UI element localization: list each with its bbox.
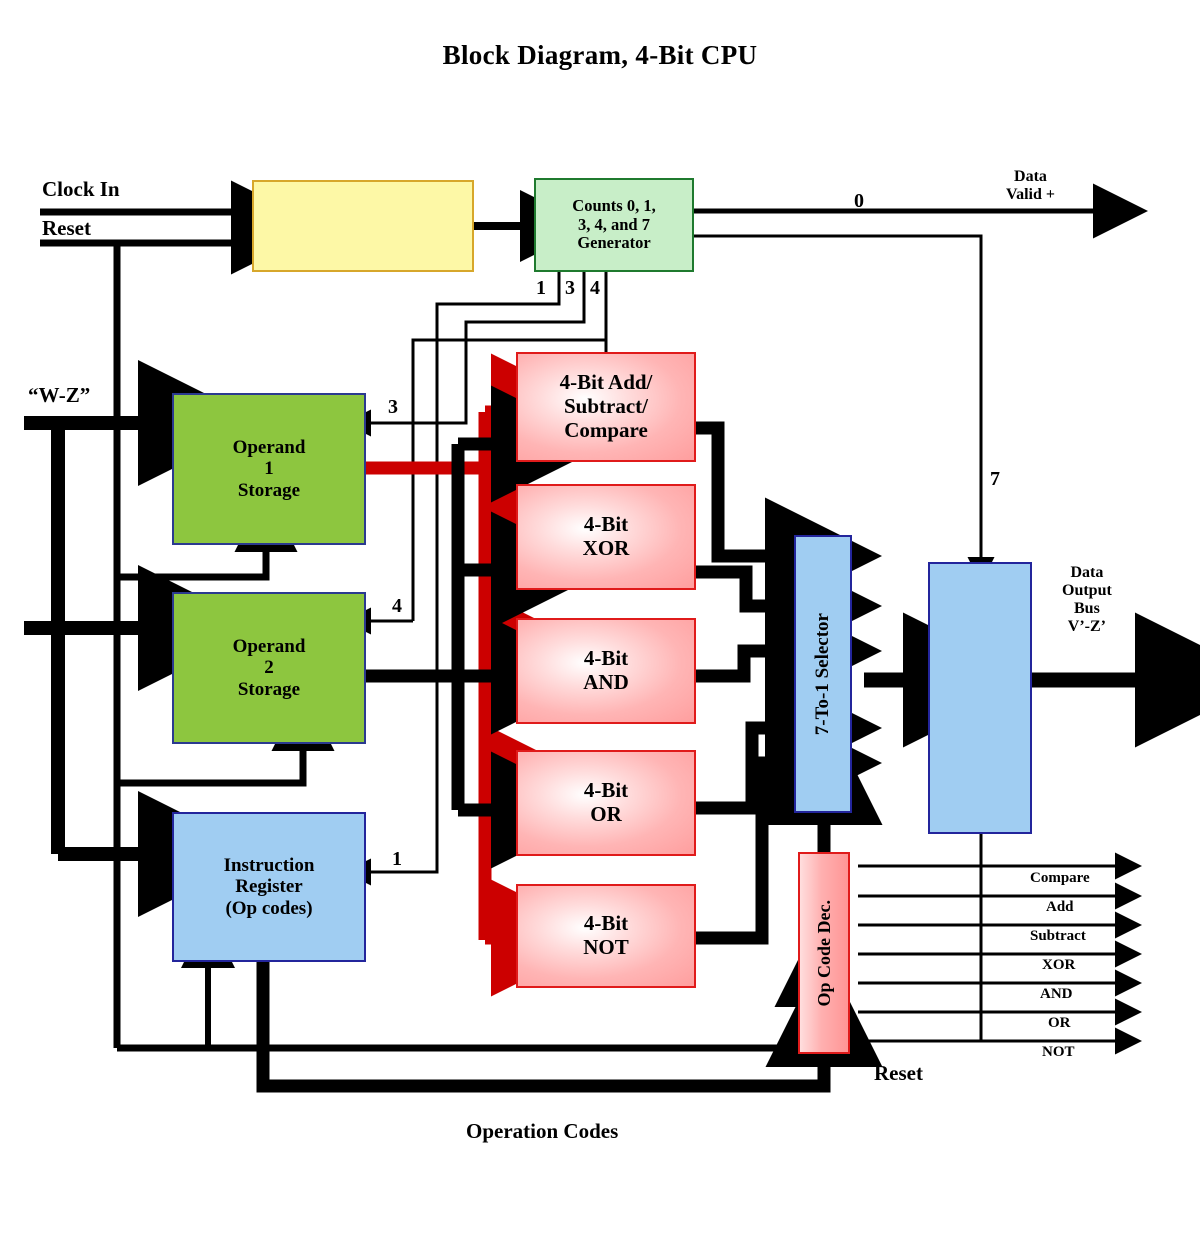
label-count-4-tap: 4 <box>590 277 600 299</box>
block-alu-not-label: 4-Bit NOT <box>583 911 629 959</box>
block-instruction-register[interactable]: Instruction Register (Op codes) <box>172 812 366 962</box>
label-decoder-output-or: OR <box>1048 1015 1071 1031</box>
block-alu-or[interactable]: 4-Bit OR <box>516 750 696 856</box>
block-7-to-1-selector-label: 7-To-1 Selector <box>812 612 834 736</box>
label-data-input-bus-wz: “W-Z” <box>28 383 91 407</box>
label-count-3-tap: 3 <box>565 277 575 299</box>
block-7-to-1-selector[interactable]: 7-To-1 Selector <box>794 535 852 813</box>
label-data-output-bus: Data Output Bus V’-Z’ <box>1062 564 1112 635</box>
page-title: Block Diagram, 4-Bit CPU <box>442 40 758 70</box>
label-data-valid-output: Data Valid + <box>1006 168 1055 203</box>
block-counter-generator[interactable]: Counts 0, 1, 3, 4, and 7 Generator <box>534 178 694 272</box>
label-clock-in: Clock In <box>42 177 120 201</box>
block-op-code-decoder[interactable]: Op Code Dec. <box>798 852 850 1054</box>
wire-operation-codes-bus <box>256 950 883 1093</box>
block-alu-not[interactable]: 4-Bit NOT <box>516 884 696 988</box>
label-count-1-to-instruction-register: 1 <box>392 848 402 870</box>
block-alu-add-subtract-compare-label: 4-Bit Add/ Subtract/ Compare <box>559 370 653 442</box>
block-alu-xor-label: 4-Bit XOR <box>582 512 630 560</box>
block-alu-or-label: 4-Bit OR <box>583 778 629 826</box>
block-operand-1-storage[interactable]: Operand 1 Storage <box>172 393 366 545</box>
block-op-code-decoder-label: Op Code Dec. <box>813 899 834 1007</box>
block-counter-generator-label: Counts 0, 1, 3, 4, and 7 Generator <box>572 195 656 253</box>
label-decoder-output-subtract: Subtract <box>1030 928 1086 944</box>
block-alu-add-subtract-compare[interactable]: 4-Bit Add/ Subtract/ Compare <box>516 352 696 462</box>
block-operand-1-storage-label: Operand 1 Storage <box>232 436 306 501</box>
label-operation-codes-bus: Operation Codes <box>466 1119 619 1143</box>
wire-count1 <box>344 272 561 886</box>
label-decoder-output-and: AND <box>1040 986 1073 1002</box>
block-operand-2-storage-label: Operand 2 Storage <box>232 635 306 700</box>
label-decoder-output-xor: XOR <box>1042 957 1076 973</box>
block-alu-and-label: 4-Bit AND <box>583 646 629 694</box>
wire-wz-input-bus <box>24 360 264 917</box>
label-count-4-to-operand2: 4 <box>392 595 402 617</box>
label-decoder-output-add: Add <box>1046 899 1074 915</box>
wire-count7-to-output-register <box>694 234 995 584</box>
label-count-3-to-operand1: 3 <box>388 396 398 418</box>
wire-count3 <box>344 272 586 437</box>
block-instruction-register-label: Instruction Register (Op codes) <box>223 854 315 919</box>
label-count-1-tap: 1 <box>536 277 546 299</box>
block-output-register[interactable] <box>928 562 1032 834</box>
label-count-0: 0 <box>854 190 864 212</box>
block-alu-and[interactable]: 4-Bit AND <box>516 618 696 724</box>
block-clock-generator[interactable] <box>252 180 474 272</box>
label-decoder-output-compare: Compare <box>1030 870 1090 886</box>
label-reset-in: Reset <box>42 216 91 240</box>
wire-alu-outputs-to-selector <box>696 421 882 945</box>
block-operand-2-storage[interactable]: Operand 2 Storage <box>172 592 366 744</box>
label-decoder-output-not: NOT <box>1042 1044 1075 1060</box>
wire-operand2-black-bus <box>366 385 608 869</box>
wire-count4-to-operand2 <box>411 338 606 621</box>
label-count-7-to-output-register: 7 <box>990 468 1000 490</box>
wire-decoder-outputs <box>858 852 1142 1055</box>
block-alu-xor[interactable]: 4-Bit XOR <box>516 484 696 590</box>
label-reset-to-decoder: Reset <box>874 1061 923 1085</box>
